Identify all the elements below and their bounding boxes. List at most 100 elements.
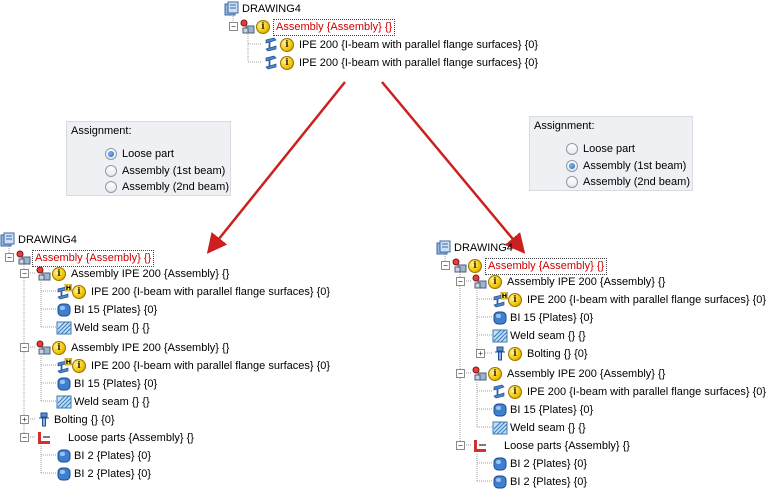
assembly-icon: [16, 250, 32, 266]
collapse-toggle[interactable]: −: [456, 369, 465, 378]
arrow-right: [381, 81, 526, 254]
tree-item-assembly[interactable]: Assembly IPE 200 {Assembly} {}: [507, 367, 666, 380]
loose-parts-icon: [472, 438, 488, 454]
collapse-toggle[interactable]: −: [229, 22, 238, 31]
tree-item[interactable]: Bolting {} {0}: [54, 413, 115, 426]
tree-root-label[interactable]: DRAWING4: [454, 241, 513, 254]
info-icon: i: [508, 347, 522, 361]
selected-assembly[interactable]: Assembly {Assembly} {}: [32, 249, 155, 267]
tree-item[interactable]: IPE 200 {I-beam with parallel flange sur…: [527, 293, 767, 306]
plate-icon: [492, 456, 508, 472]
tree-item[interactable]: Bolting {} {0}: [527, 347, 588, 360]
info-icon: i: [256, 20, 270, 34]
top-tree: DRAWING4 − i Assembly {Assembly} {} i IP…: [220, 0, 560, 72]
radio-button[interactable]: [105, 148, 117, 160]
info-icon: i: [72, 359, 86, 373]
tree-item[interactable]: Weld seam {} {}: [510, 421, 586, 434]
beam-main-icon: [56, 358, 72, 374]
info-icon: i: [280, 38, 294, 52]
left-tree: DRAWING4 − Assembly {Assembly} {} − i As…: [0, 231, 340, 487]
beam-icon: [264, 37, 280, 53]
collapse-toggle[interactable]: −: [5, 253, 14, 262]
radio-assembly-1st[interactable]: Assembly (1st beam): [566, 160, 686, 172]
radio-button[interactable]: [105, 181, 117, 193]
info-icon: i: [52, 341, 66, 355]
radio-assembly-2nd[interactable]: Assembly (2nd beam): [566, 176, 690, 188]
tree-item[interactable]: IPE 200 {I-beam with parallel flange sur…: [299, 56, 539, 69]
tree-item[interactable]: Weld seam {} {}: [510, 329, 586, 342]
tree-item[interactable]: BI 2 {Plates} {0}: [510, 457, 588, 470]
tree-root-label[interactable]: DRAWING4: [18, 233, 77, 246]
weld-seam-icon: [56, 320, 72, 336]
tree-item[interactable]: BI 15 {Plates} {0}: [510, 403, 594, 416]
plate-icon: [56, 302, 72, 318]
radio-loose-part[interactable]: Loose part: [566, 143, 635, 155]
tree-root-label[interactable]: DRAWING4: [242, 2, 301, 15]
plate-icon: [56, 376, 72, 392]
tree-item[interactable]: BI 15 {Plates} {0}: [74, 303, 158, 316]
tree-item-assembly[interactable]: Assembly IPE 200 {Assembly} {}: [71, 341, 230, 354]
drawing-icon: [436, 240, 452, 256]
radio-button[interactable]: [566, 176, 578, 188]
tree-item[interactable]: BI 2 {Plates} {0}: [74, 467, 152, 480]
assembly-icon: [472, 274, 488, 290]
collapse-toggle[interactable]: −: [456, 441, 465, 450]
panel-title: Assignment:: [71, 125, 132, 137]
expand-toggle[interactable]: +: [476, 349, 485, 358]
info-icon: i: [488, 367, 502, 381]
info-icon: i: [508, 293, 522, 307]
radio-button[interactable]: [566, 160, 578, 172]
radio-button[interactable]: [566, 143, 578, 155]
tree-item[interactable]: IPE 200 {I-beam with parallel flange sur…: [91, 285, 331, 298]
tree-item-loose-parts[interactable]: Loose parts {Assembly} {}: [504, 439, 630, 452]
expand-toggle[interactable]: +: [20, 415, 29, 424]
beam-icon: [264, 55, 280, 71]
beam-main-icon: [492, 292, 508, 308]
radio-assembly-1st[interactable]: Assembly (1st beam): [105, 165, 225, 177]
tree-item[interactable]: BI 2 {Plates} {0}: [74, 449, 152, 462]
assembly-icon: [452, 258, 468, 274]
weld-seam-icon: [492, 420, 508, 436]
tree-item-assembly[interactable]: Assembly IPE 200 {Assembly} {}: [71, 267, 230, 280]
bolt-icon: [492, 346, 508, 362]
tree-item[interactable]: BI 15 {Plates} {0}: [74, 377, 158, 390]
assignment-panel-left: Assignment: Loose part Assembly (1st bea…: [66, 121, 231, 196]
drawing-icon: [224, 1, 240, 17]
tree-item-loose-parts[interactable]: Loose parts {Assembly} {}: [68, 431, 194, 444]
collapse-toggle[interactable]: −: [441, 261, 450, 270]
tree-item[interactable]: Weld seam {} {}: [74, 395, 150, 408]
tree-item[interactable]: BI 15 {Plates} {0}: [510, 311, 594, 324]
selected-assembly[interactable]: Assembly {Assembly} {}: [273, 18, 396, 36]
tree-item[interactable]: IPE 200 {I-beam with parallel flange sur…: [91, 359, 331, 372]
selected-assembly[interactable]: Assembly {Assembly} {}: [485, 257, 608, 275]
tree-item[interactable]: IPE 200 {I-beam with parallel flange sur…: [527, 385, 767, 398]
radio-loose-part[interactable]: Loose part: [105, 148, 174, 160]
collapse-toggle[interactable]: −: [456, 277, 465, 286]
plate-icon: [492, 474, 508, 490]
beam-main-icon: [56, 284, 72, 300]
radio-assembly-2nd[interactable]: Assembly (2nd beam): [105, 181, 229, 193]
tree-item[interactable]: Weld seam {} {}: [74, 321, 150, 334]
plate-icon: [492, 310, 508, 326]
collapse-toggle[interactable]: −: [20, 433, 29, 442]
assembly-icon: [240, 19, 256, 35]
weld-seam-icon: [56, 394, 72, 410]
info-icon: i: [52, 267, 66, 281]
loose-parts-icon: [36, 430, 52, 446]
radio-button[interactable]: [105, 165, 117, 177]
tree-item[interactable]: IPE 200 {I-beam with parallel flange sur…: [299, 38, 539, 51]
collapse-toggle[interactable]: −: [20, 343, 29, 352]
collapse-toggle[interactable]: −: [20, 269, 29, 278]
plate-icon: [492, 402, 508, 418]
weld-seam-icon: [492, 328, 508, 344]
assembly-icon: [36, 266, 52, 282]
info-icon: i: [468, 259, 482, 273]
info-icon: i: [508, 385, 522, 399]
tree-item[interactable]: BI 2 {Plates} {0}: [510, 475, 588, 488]
bolt-icon: [36, 412, 52, 428]
plate-icon: [56, 448, 72, 464]
beam-icon: [492, 384, 508, 400]
drawing-icon: [0, 232, 16, 248]
assembly-icon: [36, 340, 52, 356]
tree-item-assembly[interactable]: Assembly IPE 200 {Assembly} {}: [507, 275, 666, 288]
